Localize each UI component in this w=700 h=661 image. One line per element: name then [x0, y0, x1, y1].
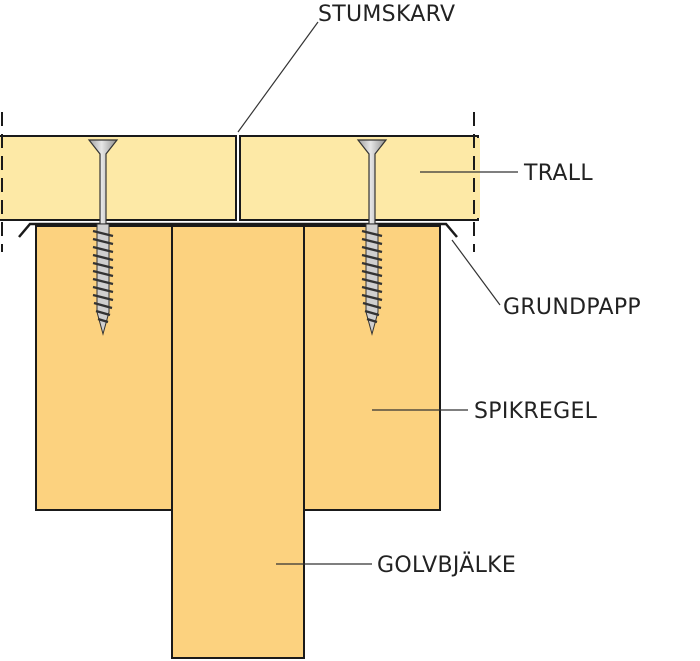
trall-board-right	[239, 135, 479, 221]
label-trall: TRALL	[523, 161, 593, 186]
golvbjalke-joist	[171, 225, 305, 659]
trall-board-left	[0, 135, 237, 221]
screw-right	[356, 139, 388, 336]
leader-grundpapp	[451, 239, 501, 306]
label-grundpapp: GRUNDPAPP	[503, 295, 641, 320]
label-stumskarv: STUMSKARV	[318, 2, 455, 27]
screw-left	[87, 139, 119, 336]
label-spikregel: SPIKREGEL	[474, 399, 598, 424]
leader-stumskarv	[237, 21, 319, 133]
label-golvbjalke: GOLVBJÄLKE	[377, 552, 516, 578]
grundpapp-membrane	[18, 222, 458, 238]
